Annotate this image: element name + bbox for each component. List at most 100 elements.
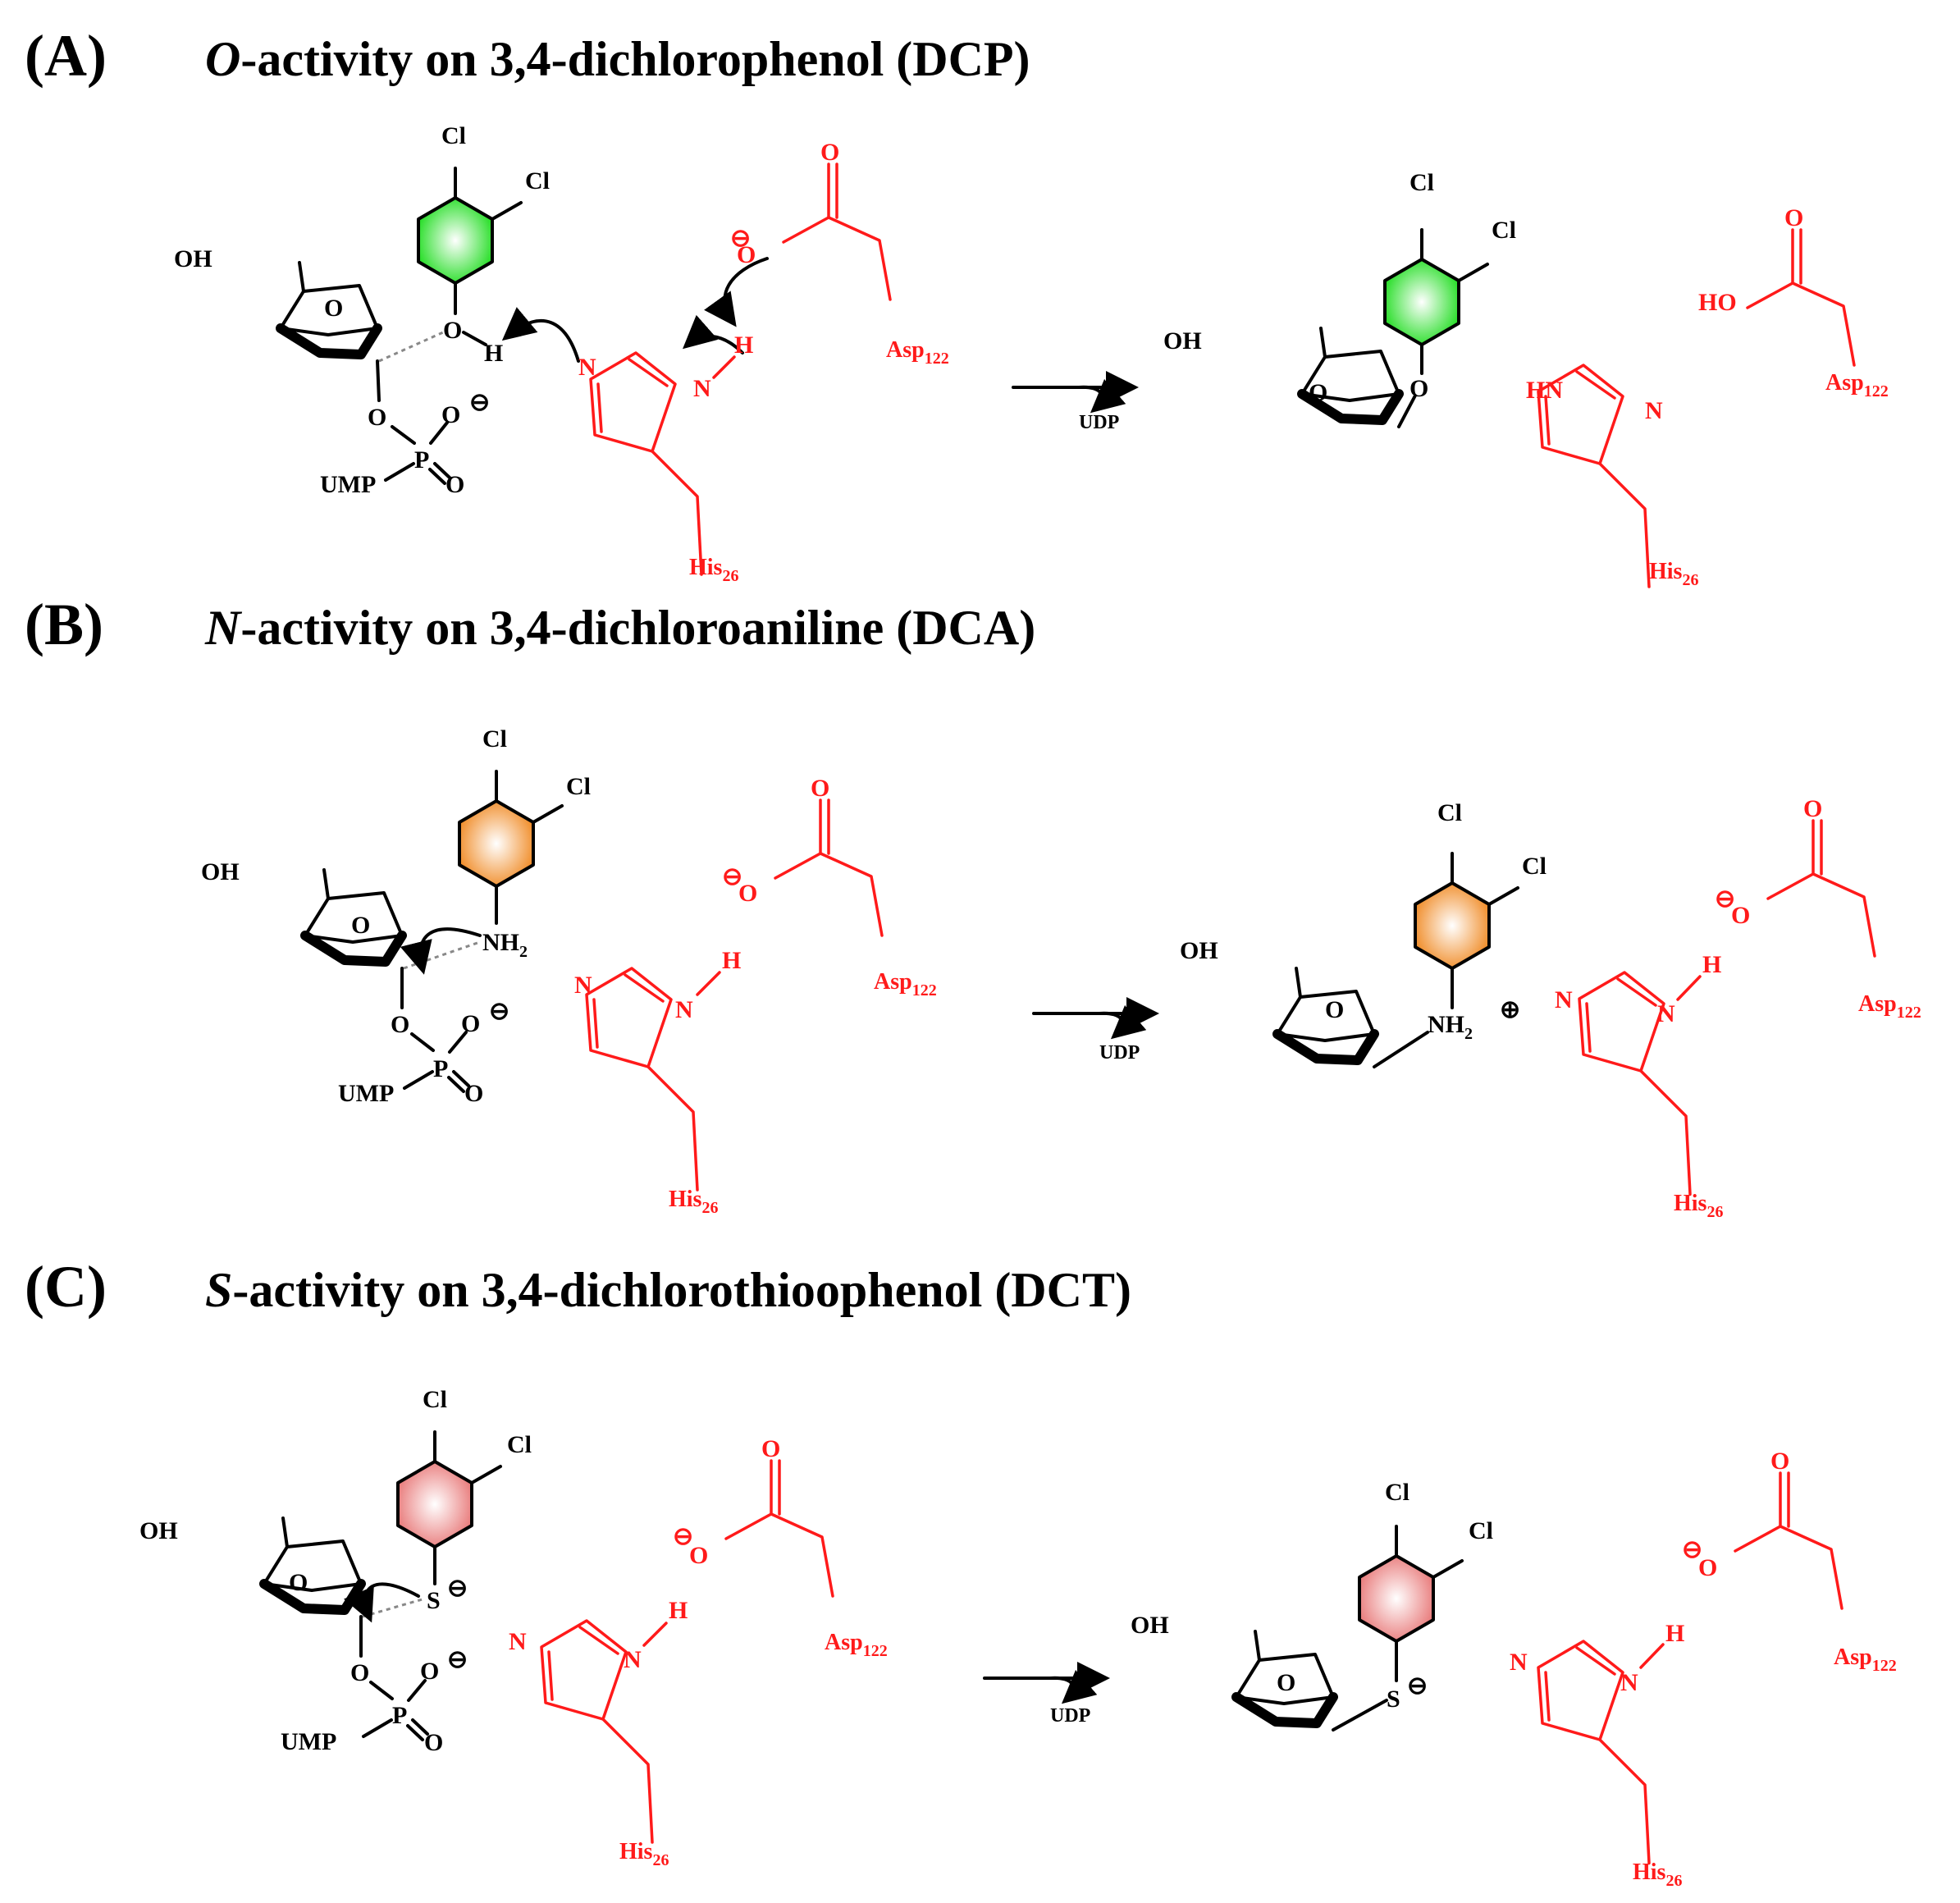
his-text: His — [669, 1187, 702, 1212]
n-label: N — [574, 972, 592, 999]
h-label: H — [1665, 1620, 1684, 1647]
o-label: O — [1409, 375, 1428, 402]
cl-label: Cl — [423, 1386, 447, 1413]
asp122-label: Asp122 — [1825, 370, 1889, 400]
his-sub: 26 — [701, 1199, 718, 1217]
o-label: O — [738, 880, 757, 907]
oh-label: OH — [1131, 1612, 1169, 1639]
p-label: P — [433, 1055, 448, 1082]
plus-charge: ⊕ — [1500, 996, 1520, 1023]
o-label: O — [811, 775, 829, 802]
cl-label: Cl — [1522, 853, 1547, 880]
oh-label: OH — [1163, 327, 1202, 355]
ump-label: UMP — [338, 1080, 394, 1107]
asp-text: Asp — [874, 969, 912, 995]
asp-text: Asp — [1825, 370, 1864, 396]
sub-2: 2 — [1464, 1025, 1473, 1043]
udp-label: UDP — [1079, 412, 1119, 433]
panel-a-tag: (A) — [25, 23, 107, 89]
o-label: O — [464, 1080, 483, 1107]
cl-label: Cl — [482, 725, 507, 753]
cl-label: Cl — [441, 122, 466, 149]
panel-a-reactant: OH O O P O ⊖ O UMP O H Cl Cl N N H — [174, 122, 949, 585]
asp122-label: Asp122 — [825, 1630, 888, 1660]
h-label: H — [734, 332, 753, 359]
o-label: O — [443, 317, 462, 344]
o-label: O — [420, 1658, 439, 1685]
o-label: O — [424, 1729, 443, 1756]
panel-a-title-text: -activity on 3,4-dichlorophenol (DCP) — [240, 32, 1030, 86]
minus-charge: ⊖ — [469, 389, 490, 416]
panel-b-product: OH O NH2 ⊕ Cl Cl N N H His26 O O ⊖ Asp12… — [1180, 795, 1921, 1221]
o-label: O — [368, 404, 386, 431]
minus-charge: ⊖ — [1682, 1536, 1702, 1563]
panel-b-title-text: -activity on 3,4-dichloroaniline (DCA) — [240, 601, 1035, 655]
o-label: O — [1784, 204, 1803, 231]
n-label: N — [675, 996, 693, 1023]
asp-sub: 122 — [863, 1642, 888, 1660]
o-label: O — [289, 1569, 308, 1596]
n-label: N — [1555, 986, 1573, 1013]
ump-label: UMP — [281, 1728, 336, 1755]
n-label: N — [624, 1646, 642, 1673]
n-label: N — [1645, 397, 1663, 424]
his-text: His — [1674, 1191, 1707, 1216]
h-label: H — [1702, 951, 1721, 978]
cl-label: Cl — [1437, 799, 1462, 826]
panel-c-tag: (C) — [25, 1254, 107, 1320]
minus-charge: ⊖ — [1407, 1672, 1428, 1699]
panel-c-italic: S — [205, 1263, 232, 1317]
minus-charge: ⊖ — [489, 998, 509, 1025]
his-sub: 26 — [1706, 1203, 1723, 1221]
p-label: P — [392, 1702, 407, 1729]
nh2-label: NH2 — [1428, 1011, 1473, 1043]
hn-label: HN — [1526, 377, 1563, 404]
o-label: O — [1731, 902, 1750, 929]
svg-text:S-activity on 3,4-dichlorothio: S-activity on 3,4-dichlorothioophenol (D… — [205, 1263, 1131, 1317]
minus-charge: ⊖ — [447, 1575, 468, 1602]
minus-charge: ⊖ — [722, 863, 742, 890]
asp-text: Asp — [1834, 1645, 1872, 1670]
oh-label: OH — [201, 858, 240, 885]
his-text: His — [619, 1839, 653, 1864]
cl-label: Cl — [507, 1431, 532, 1458]
h-label: H — [484, 340, 503, 367]
s-label: S — [1387, 1686, 1400, 1713]
n-label: N — [1510, 1649, 1528, 1676]
o-label: O — [461, 1010, 480, 1037]
n-label: N — [693, 375, 711, 402]
panel-b-arrow: UDP — [1032, 997, 1159, 1064]
cl-label: Cl — [525, 167, 550, 194]
o-label: O — [1803, 795, 1822, 822]
s-label: S — [427, 1587, 441, 1614]
o-label: O — [441, 401, 460, 428]
o-label: O — [820, 139, 839, 166]
his26-label: His26 — [1633, 1860, 1682, 1890]
n-label: N — [578, 354, 596, 381]
cl-label: Cl — [1492, 217, 1516, 244]
his26-label: His26 — [619, 1839, 669, 1869]
cl-label: Cl — [1469, 1517, 1493, 1544]
o-label: O — [351, 912, 370, 939]
cl-label: Cl — [1409, 169, 1434, 196]
his-sub: 26 — [722, 567, 738, 585]
o-label: O — [1309, 379, 1327, 406]
minus-charge: ⊖ — [673, 1523, 693, 1550]
minus-charge: ⊖ — [447, 1646, 468, 1673]
panel-a-arrow: UDP — [1012, 371, 1139, 433]
o-label: O — [689, 1542, 708, 1569]
panel-a-title: (A) O-activity on 3,4-dichlorophenol (DC… — [25, 23, 1030, 89]
o-label: O — [737, 241, 756, 268]
panel-b-tag: (B) — [25, 592, 103, 657]
o-label: O — [445, 471, 464, 498]
ho-label: HO — [1698, 289, 1737, 316]
ump-label: UMP — [320, 471, 376, 498]
his-sub: 26 — [652, 1851, 669, 1869]
nh-text: NH — [1428, 1011, 1464, 1038]
asp-sub: 122 — [912, 981, 937, 1000]
nh2-label: NH2 — [482, 929, 528, 961]
udp-label: UDP — [1099, 1042, 1140, 1064]
panel-c-product: OH O S ⊖ Cl Cl N N H His26 O O ⊖ Asp122 — [1131, 1448, 1897, 1890]
h-label: H — [722, 947, 741, 974]
